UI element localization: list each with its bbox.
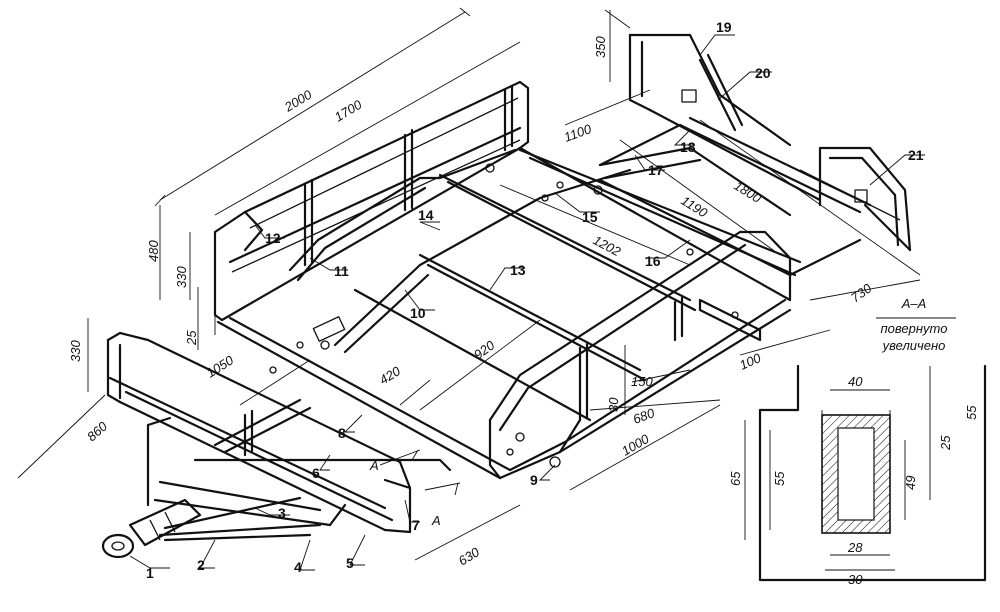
section-dim-55-right: 55 <box>964 405 979 420</box>
section-dimension-labels: 40 55 25 49 65 55 28 30 <box>728 374 979 587</box>
dim-1000: 1000 <box>619 431 652 459</box>
section-dim-65: 65 <box>728 471 743 486</box>
dim-25-upper: 25 <box>184 330 199 346</box>
section-dim-49: 49 <box>903 476 918 490</box>
dim-30: 30 <box>606 397 621 412</box>
dim-630: 630 <box>456 544 483 569</box>
part-number-17: 17 <box>648 162 664 178</box>
section-dim-30: 30 <box>848 572 863 587</box>
dimension-lines <box>17 7 921 561</box>
part-number-3: 3 <box>278 505 286 521</box>
dim-480: 480 <box>146 240 161 262</box>
part-number-20: 20 <box>755 65 771 81</box>
dim-420: 420 <box>377 363 404 388</box>
part-number-2: 2 <box>197 557 205 573</box>
part-number-19: 19 <box>716 19 732 35</box>
section-caption: А А А–А повернуто увеличено <box>369 296 956 528</box>
dim-1202: 1202 <box>591 232 624 259</box>
section-title: А–А <box>901 296 927 311</box>
part-number-13: 13 <box>510 262 526 278</box>
section-dim-55-left: 55 <box>772 471 787 486</box>
dim-920: 920 <box>471 337 498 362</box>
dim-680: 680 <box>631 405 657 427</box>
dim-1190: 1190 <box>678 193 710 221</box>
section-note-rotated: повернуто <box>881 321 948 336</box>
dim-2000: 2000 <box>281 86 315 115</box>
dim-350: 350 <box>593 36 608 58</box>
dim-330-upper: 330 <box>174 266 189 288</box>
part-number-4: 4 <box>294 559 302 575</box>
dim-1800: 1800 <box>731 178 764 206</box>
section-marker-a-bottom: А <box>431 513 441 528</box>
dim-1700: 1700 <box>332 96 365 124</box>
dim-150: 150 <box>631 374 653 389</box>
part-number-9: 9 <box>530 472 538 488</box>
part-number-12: 12 <box>265 230 281 246</box>
part-number-1: 1 <box>146 565 154 581</box>
dim-860: 860 <box>84 418 111 444</box>
part-number-14: 14 <box>418 207 434 223</box>
part-number-8: 8 <box>338 425 346 441</box>
dimension-labels: 2000 1700 480 330 25 1050 330 860 630 42… <box>68 36 875 569</box>
part-number-5: 5 <box>346 555 354 571</box>
section-marker-a-top: А <box>369 458 379 473</box>
part-number-18: 18 <box>680 139 696 155</box>
part-number-7: 7 <box>412 517 420 533</box>
section-dim-28: 28 <box>847 540 863 555</box>
dim-1050: 1050 <box>204 352 237 380</box>
part-number-21: 21 <box>908 147 924 163</box>
section-note-enlarged: увеличено <box>882 338 946 353</box>
part-number-10: 10 <box>410 305 426 321</box>
part-number-15: 15 <box>582 209 598 225</box>
dim-730: 730 <box>848 280 875 305</box>
part-number-11: 11 <box>334 263 349 279</box>
section-a-a <box>744 364 987 582</box>
section-dim-25: 25 <box>938 435 953 451</box>
part-number-labels: 1 2 3 4 5 6 7 8 9 10 11 12 13 14 15 16 1… <box>129 19 925 581</box>
dim-100: 100 <box>737 350 764 373</box>
part-number-6: 6 <box>312 465 320 481</box>
section-dim-40: 40 <box>848 374 863 389</box>
chassis-frame <box>101 33 912 559</box>
part-number-16: 16 <box>645 253 661 269</box>
dim-330-left: 330 <box>68 340 83 362</box>
